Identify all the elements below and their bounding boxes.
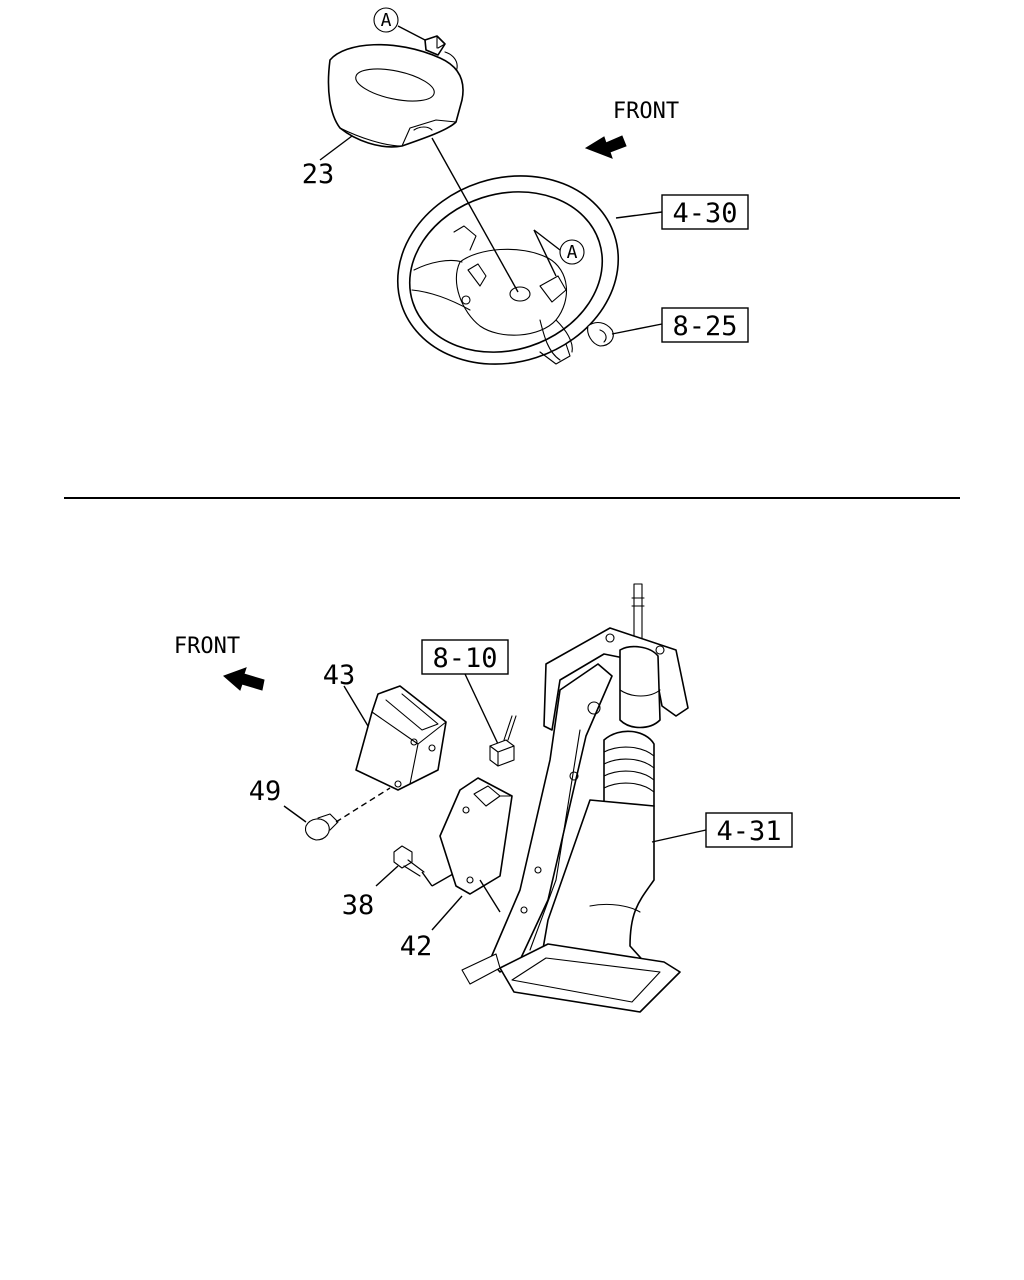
part-label-23: 23 — [302, 159, 335, 190]
front-indicator-upper: FRONT — [584, 99, 679, 159]
bracket-42 — [439, 777, 513, 895]
airbag-to-hub-line — [431, 137, 519, 293]
bracket-cover-43 — [355, 685, 447, 791]
part-label-43: 43 — [323, 660, 356, 691]
lower-section: FRONT 8-10 43 — [174, 583, 793, 1013]
ref-box-4-30[interactable]: 4-30 — [661, 194, 749, 230]
ref-box-4-31[interactable]: 4-31 — [705, 812, 793, 848]
front-label-upper: FRONT — [613, 99, 679, 124]
upper-section: A 23 FRONT — [302, 7, 749, 365]
callout-a-wheel-text: A — [567, 242, 578, 263]
part-label-38: 38 — [342, 890, 375, 921]
leader-4-30 — [615, 211, 663, 219]
callout-a-wheel: A — [533, 229, 585, 277]
ref-label-8-25: 8-25 — [672, 311, 737, 342]
part-label-49: 49 — [249, 776, 282, 807]
ref-label-4-30: 4-30 — [672, 198, 737, 229]
combination-switch — [587, 321, 614, 347]
leader-8-10 — [464, 673, 499, 745]
callout-a-top-text: A — [381, 10, 392, 31]
leader-43 — [343, 685, 369, 727]
leader-42 — [431, 895, 463, 931]
leader-8-25 — [611, 323, 663, 335]
part-label-42: 42 — [400, 931, 433, 962]
leader-49 — [283, 805, 307, 823]
ref-label-8-10: 8-10 — [432, 643, 497, 674]
steering-column — [461, 583, 689, 1013]
ref-box-8-10[interactable]: 8-10 — [421, 639, 509, 675]
leader-23 — [319, 135, 353, 161]
leader-38 — [375, 865, 399, 887]
front-label-lower: FRONT — [174, 634, 240, 659]
airbag-module — [327, 43, 464, 148]
ref-label-4-31: 4-31 — [716, 816, 781, 847]
relay — [489, 715, 517, 767]
front-indicator-lower: FRONT — [174, 634, 265, 691]
airbag-connector — [424, 35, 458, 79]
clip-49 — [304, 787, 391, 841]
leader-4-31 — [651, 829, 707, 843]
callout-a-top: A — [373, 7, 426, 41]
steering-wheel — [396, 175, 620, 365]
ref-box-8-25[interactable]: 8-25 — [661, 307, 749, 343]
